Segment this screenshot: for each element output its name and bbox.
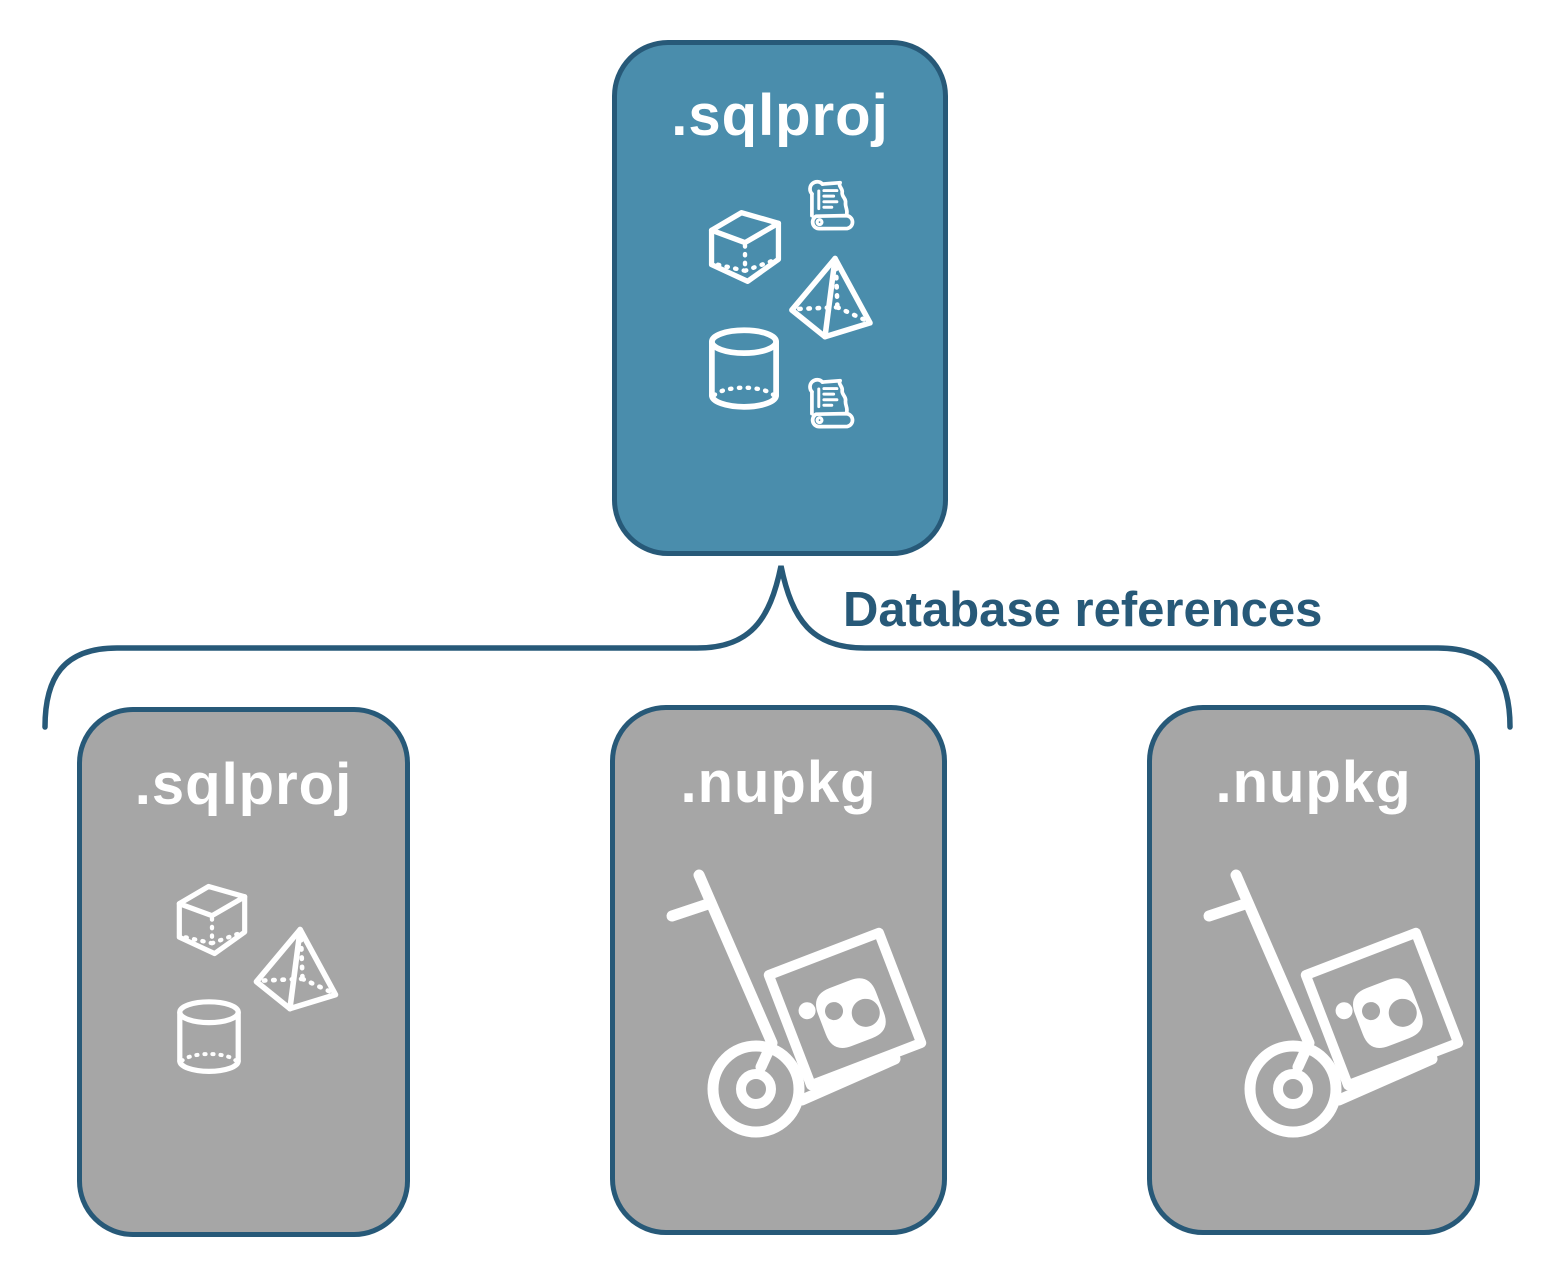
pyramid-icon [253,926,339,1012]
cylinder-icon [177,999,241,1074]
child-card-title: .nupkg [680,750,877,815]
cube-icon [708,210,782,284]
connector-label: Database references [843,583,1323,637]
nuget-handtruck-icon [666,869,927,1138]
child-card-title: .nupkg [1215,750,1412,815]
child-card-nupkg: .nupkg [1147,705,1480,1235]
child-card-title: .sqlproj [134,752,353,817]
brace-connector [42,565,1513,730]
pyramid-icon [789,255,873,340]
nuget-handtruck-icon [1203,869,1464,1138]
scroll-icon [808,377,855,429]
cube-icon [176,883,248,957]
root-card-sqlproj: .sqlproj [612,40,948,556]
cylinder-icon [709,327,779,410]
child-card-nupkg: .nupkg [610,705,947,1235]
root-card-title: .sqlproj [671,83,889,148]
scroll-icon [808,179,855,231]
child-card-sqlproj: .sqlproj [77,707,410,1237]
